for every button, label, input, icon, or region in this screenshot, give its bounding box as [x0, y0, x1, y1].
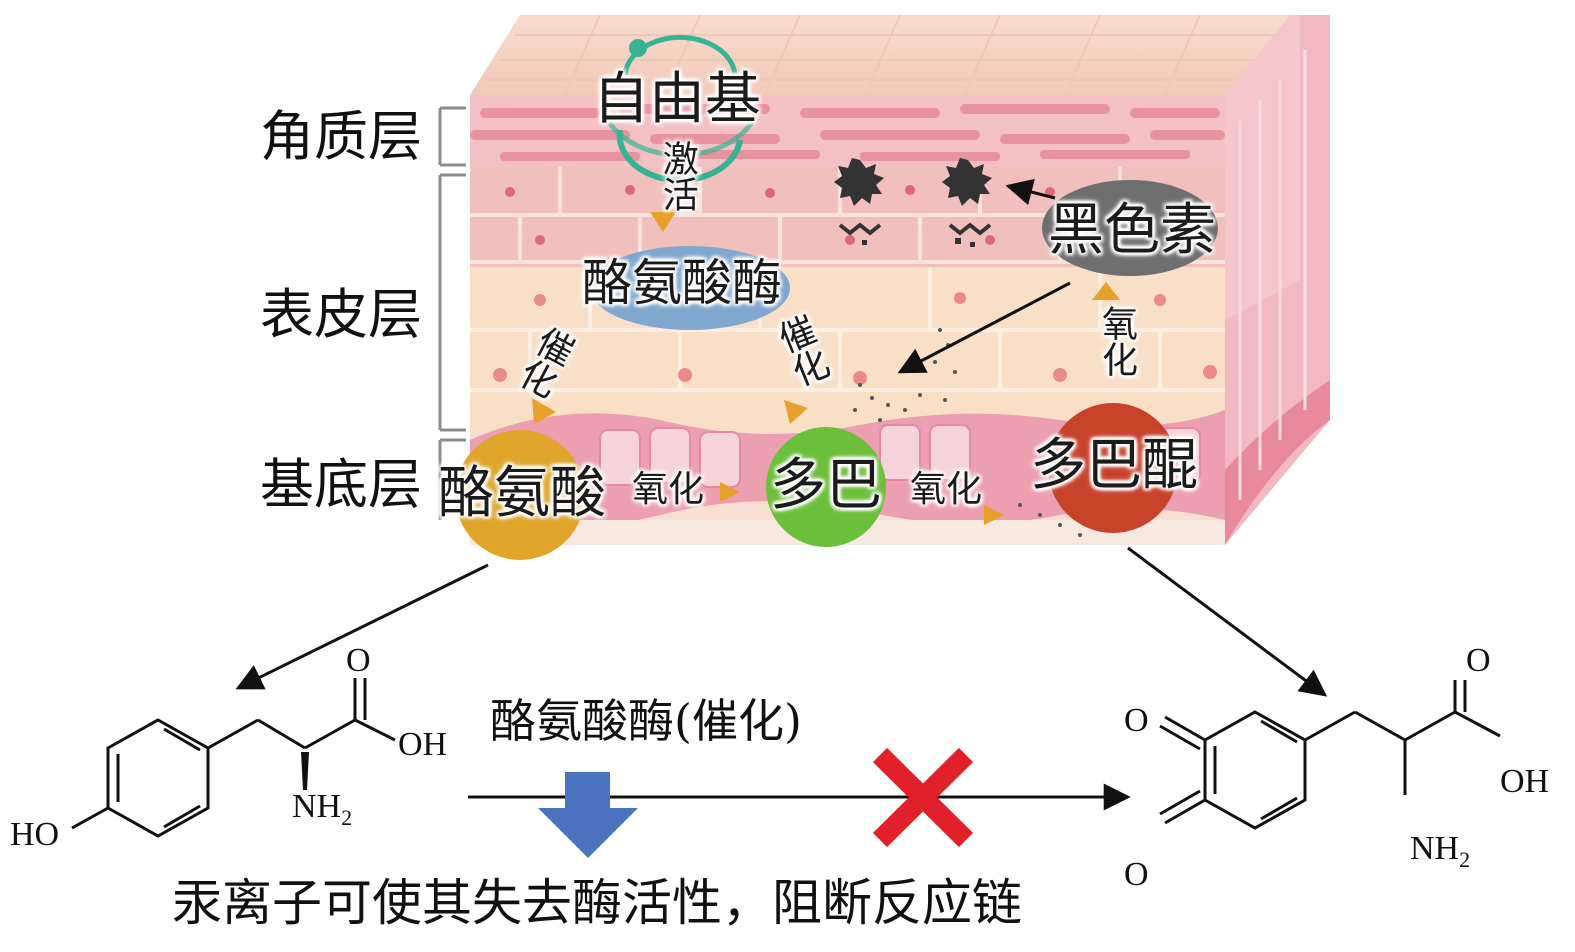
dopa-label: 多巴 [770, 453, 882, 518]
free-radical-icon [600, 34, 755, 184]
tyrosine-circle [455, 430, 585, 560]
black-arrows [235, 178, 1328, 697]
dopaquinone-structure [1159, 680, 1501, 830]
mercury-caption: 汞离子可使其失去酶活性，阻断反应链 [172, 874, 1022, 932]
dopaquinone-atom-nh2: NH2 [1410, 832, 1470, 871]
oxidize-vertical-label: 氧化 [1096, 305, 1137, 384]
dopa-circle [766, 427, 886, 547]
dopaquinone-atom-o-ring-top: O [1124, 702, 1149, 739]
tyrosine-label: 酪氨酸 [438, 461, 606, 526]
layer-label-stratum-corneum: 角质层 [260, 105, 422, 168]
melanin-ellipse [1042, 180, 1218, 276]
oxidize-label-2: 氧化 [910, 469, 983, 510]
dopaquinone-label: 多巴醌 [1030, 433, 1198, 498]
melanin-dust [853, 328, 1082, 537]
layer-brackets [438, 106, 466, 520]
tyrosine-nh-text: NH [292, 788, 342, 825]
orange-flow-arrows [532, 212, 1120, 525]
dopaquinone-nh-sub: 2 [1459, 846, 1471, 872]
tyrosine-structure [71, 678, 396, 838]
skin-top-surface [470, 14, 1290, 96]
tyrosinase-ellipse [590, 246, 790, 330]
melanin-label: 黑色素 [1048, 198, 1216, 263]
enzyme-catalysis-label: 酪氨酸酶(催化) [490, 694, 802, 748]
dopaquinone-atom-oh: OH [1500, 763, 1550, 800]
tyrosine-atom-ho: HO [10, 816, 60, 853]
oxidize-vertical-text: 氧化 [1096, 305, 1137, 377]
tyrosine-nh-sub: 2 [341, 804, 353, 830]
layer-label-basal: 基底层 [260, 453, 422, 516]
red-cross-icon [872, 747, 974, 848]
oxidize-label-1: 氧化 [632, 469, 705, 510]
layer-label-epidermis: 表皮层 [260, 283, 422, 346]
skin-side-face [1225, 15, 1330, 545]
tyrosine-atom-o: O [346, 642, 371, 679]
dopaquinone-nh-text: NH [1410, 830, 1460, 867]
tyrosinase-label: 酪氨酸酶 [582, 254, 782, 312]
dopaquinone-atom-o-top: O [1466, 642, 1491, 679]
blue-down-arrow-icon [538, 772, 638, 858]
activate-label-text: 激活 [656, 140, 698, 212]
free-radical-label: 自由基 [593, 67, 761, 132]
dopaquinone-circle [1048, 403, 1178, 533]
melanin-granule-icons [834, 158, 992, 247]
tyrosine-atom-oh: OH [398, 726, 448, 763]
dopaquinone-atom-o-ring-bottom: O [1124, 856, 1149, 893]
activate-label: 激活 [656, 140, 698, 212]
tyrosine-atom-nh2: NH2 [292, 790, 352, 829]
